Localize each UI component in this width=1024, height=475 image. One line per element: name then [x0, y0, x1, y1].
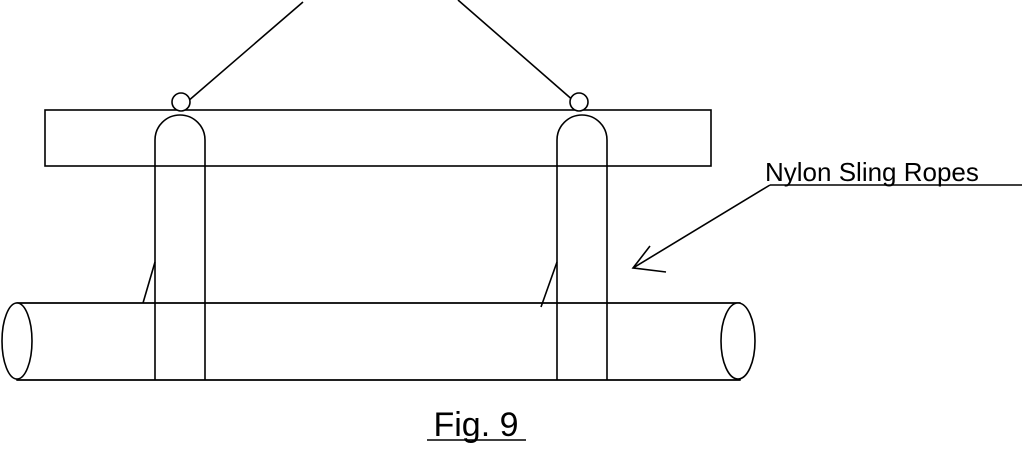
- pipe-right-end: [720, 302, 756, 380]
- right-lift-line: [457, 0, 576, 103]
- left-lift-line: [186, 1, 304, 103]
- figure-caption: Fig. 9: [433, 406, 518, 444]
- right-lift-eye: [569, 92, 589, 112]
- callout-label: Nylon Sling Ropes: [765, 157, 979, 187]
- callout-leader: [631, 184, 1022, 273]
- right-nylon-sling: [540, 114, 608, 380]
- spreader-beam: [44, 109, 712, 167]
- pipe-left-end: [1, 302, 33, 380]
- pipe-body: [16, 302, 741, 381]
- left-lift-eye: [171, 92, 191, 112]
- left-nylon-sling: [142, 114, 206, 380]
